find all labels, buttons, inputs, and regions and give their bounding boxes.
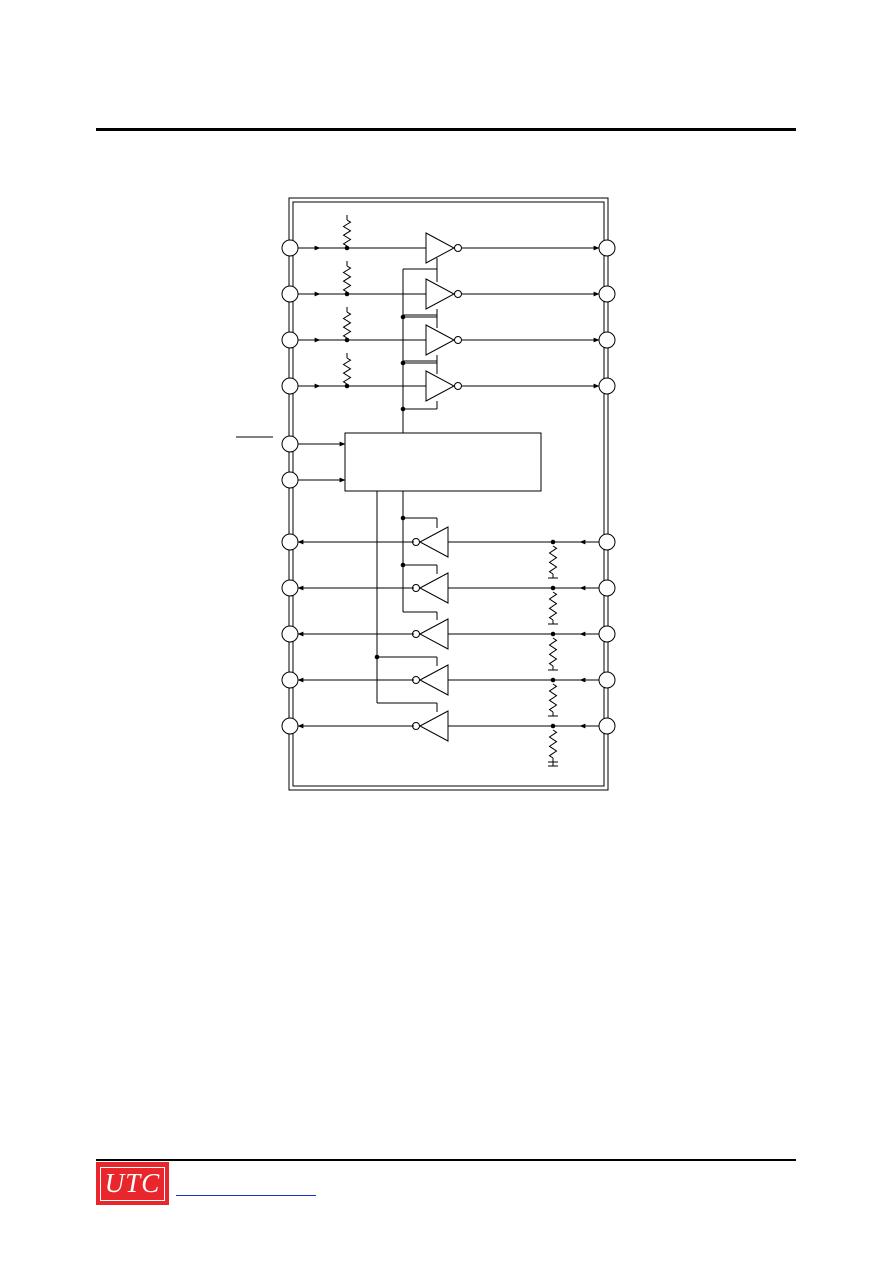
junction-dot: [344, 337, 350, 343]
junction-dot: [344, 245, 350, 251]
output-pin-left: [281, 671, 299, 689]
buffer-triangle: [418, 526, 449, 558]
pulldown-resistor: [548, 591, 558, 621]
logo-text: UTC: [104, 1168, 161, 1198]
buffer-triangle: [425, 278, 456, 310]
junction-dot: [550, 677, 556, 683]
output-pin-left: [281, 579, 299, 597]
control-pin: [281, 471, 299, 489]
output-pin-left: [281, 717, 299, 735]
pulldown-resistor: [548, 545, 558, 575]
pullup-resistor: [342, 219, 352, 247]
website-link-underline[interactable]: [176, 1195, 316, 1196]
buffer-triangle: [425, 370, 456, 402]
junction-dot: [344, 383, 350, 389]
utc-logo: UTC: [96, 1162, 169, 1205]
pulldown-resistor: [548, 729, 558, 759]
output-pin-left: [281, 533, 299, 551]
footer-rule: [96, 1159, 796, 1161]
inverter-bubble: [454, 382, 462, 390]
junction-dot: [550, 539, 556, 545]
output-pin-right: [598, 239, 616, 257]
inverter-bubble: [454, 244, 462, 252]
pullup-resistor: [342, 311, 352, 339]
pullup-resistor: [342, 265, 352, 293]
output-pin-right: [598, 331, 616, 349]
control-pin: [281, 435, 299, 453]
inverter-bubble: [454, 336, 462, 344]
package-outline-inner: [292, 201, 605, 787]
input-pin-left: [281, 239, 299, 257]
input-pin-right: [598, 579, 616, 597]
header-rule: [96, 128, 796, 131]
input-pin-right: [598, 671, 616, 689]
input-pin-left: [281, 377, 299, 395]
junction-dot: [550, 631, 556, 637]
control-logic-block: [344, 432, 542, 492]
input-pin-left: [281, 285, 299, 303]
buffer-triangle: [425, 232, 456, 264]
buffer-triangle: [418, 618, 449, 650]
buffer-triangle: [418, 572, 449, 604]
junction-dot: [550, 723, 556, 729]
output-pin-left: [281, 625, 299, 643]
pulldown-resistor: [548, 637, 558, 667]
buffer-triangle: [425, 324, 456, 356]
output-pin-right: [598, 377, 616, 395]
input-pin-left: [281, 331, 299, 349]
input-pin-right: [598, 717, 616, 735]
output-pin-right: [598, 285, 616, 303]
pulldown-resistor: [548, 683, 558, 713]
pullup-resistor: [342, 357, 352, 385]
input-pin-right: [598, 533, 616, 551]
inverter-bubble: [454, 290, 462, 298]
junction-dot: [550, 585, 556, 591]
buffer-triangle: [418, 710, 449, 742]
logo-frame: UTC: [100, 1166, 165, 1201]
input-pin-right: [598, 625, 616, 643]
package-outline-outer: [288, 197, 609, 791]
buffer-triangle: [418, 664, 449, 696]
junction-dot: [344, 291, 350, 297]
